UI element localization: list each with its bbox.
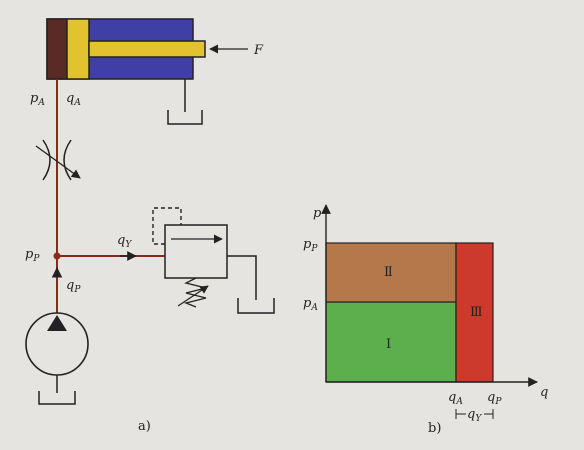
y-tick-pp: pP: [303, 237, 318, 254]
cylinder-tank-icon: [167, 110, 203, 125]
region-ii: [325, 242, 457, 303]
caption-b: b): [428, 421, 441, 436]
circuit-diagram: F pA qA pP qP qY: [25, 18, 275, 434]
flow-p-label: qP: [66, 278, 81, 295]
relief-drain-line: [227, 255, 257, 300]
pump-icon: [25, 312, 89, 405]
region-i-label: Ⅰ: [386, 337, 391, 352]
region-iii-label: Ⅲ: [470, 305, 483, 320]
cylinder-cap: [46, 18, 68, 80]
delta-qy-label: qY: [467, 407, 482, 424]
pressure-a-label: pA: [30, 91, 45, 108]
y-axis-label: p: [313, 206, 322, 221]
x-tick-qp: qP: [487, 390, 502, 407]
pressure-p-label: pP: [25, 247, 40, 264]
x-axis-label: q: [540, 385, 548, 400]
flow-a-label: qA: [66, 91, 81, 108]
throttle-valve-icon: [35, 139, 81, 181]
piston-rod: [88, 40, 206, 58]
flow-y-label: qY: [117, 233, 132, 250]
force-label: F: [253, 43, 264, 58]
power-diagram: Ⅰ Ⅱ Ⅲ p q pP pA qA qP qY b): [303, 204, 548, 436]
delta-qy-dimension: [455, 409, 494, 419]
relief-valve-icon: [152, 207, 228, 308]
y-tick-pa: pA: [303, 296, 318, 313]
piston: [66, 18, 90, 80]
relief-tank-icon: [237, 298, 275, 314]
x-tick-qa: qA: [448, 390, 463, 407]
caption-a: a): [138, 419, 151, 434]
region-iii: [455, 242, 494, 383]
region-ii-label: Ⅱ: [384, 265, 393, 280]
hydraulic-cylinder: F: [46, 18, 264, 125]
